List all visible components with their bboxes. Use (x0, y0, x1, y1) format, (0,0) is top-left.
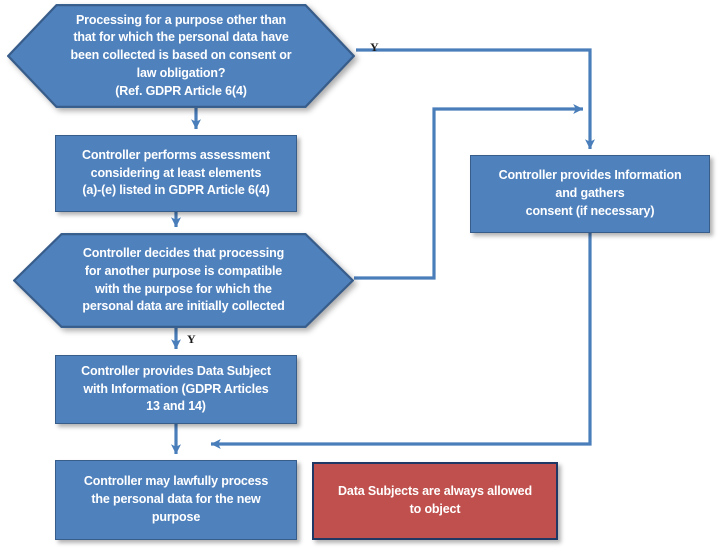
branch-label-yes-middle: Y (187, 332, 196, 346)
node-controller-information-consent[interactable]: Controller provides Information and gath… (470, 155, 710, 233)
hexagon-shape-fill (7, 4, 355, 108)
node-data-subjects-object[interactable]: Data Subjects are always allowed to obje… (312, 462, 558, 540)
node-label: Processing for a purpose other than that… (70, 12, 292, 98)
node-decision-compatible[interactable]: Controller decides that processing for a… (13, 233, 354, 328)
node-label: Controller decides that processing for a… (82, 246, 285, 314)
hexagon-shape-fill (13, 233, 354, 328)
node-label: Controller provides Information and gath… (498, 168, 682, 218)
connector-consentbox-to-lawful (210, 233, 592, 449)
node-label: Data Subjects are always allowed to obje… (338, 484, 532, 516)
hexagon-shape-outline (13, 233, 354, 328)
node-label: Controller may lawfully process the pers… (83, 474, 269, 524)
node-controller-may-process[interactable]: Controller may lawfully process the pers… (55, 460, 297, 540)
node-decision-consent-or-law[interactable]: Processing for a purpose other than that… (7, 4, 355, 108)
node-controller-provides-information[interactable]: Controller provides Data Subject with In… (55, 355, 297, 424)
node-label: Controller provides Data Subject with In… (81, 363, 271, 414)
connector-decision2-no-to-consentbox (354, 104, 584, 280)
branch-label-yes-top: Y (370, 40, 379, 54)
connector-decision1-yes-to-consentbox (356, 48, 595, 150)
node-controller-assessment[interactable]: Controller performs assessment consideri… (55, 135, 297, 212)
node-label: Controller performs assessment consideri… (82, 147, 270, 198)
hexagon-shape-outline (7, 4, 355, 108)
